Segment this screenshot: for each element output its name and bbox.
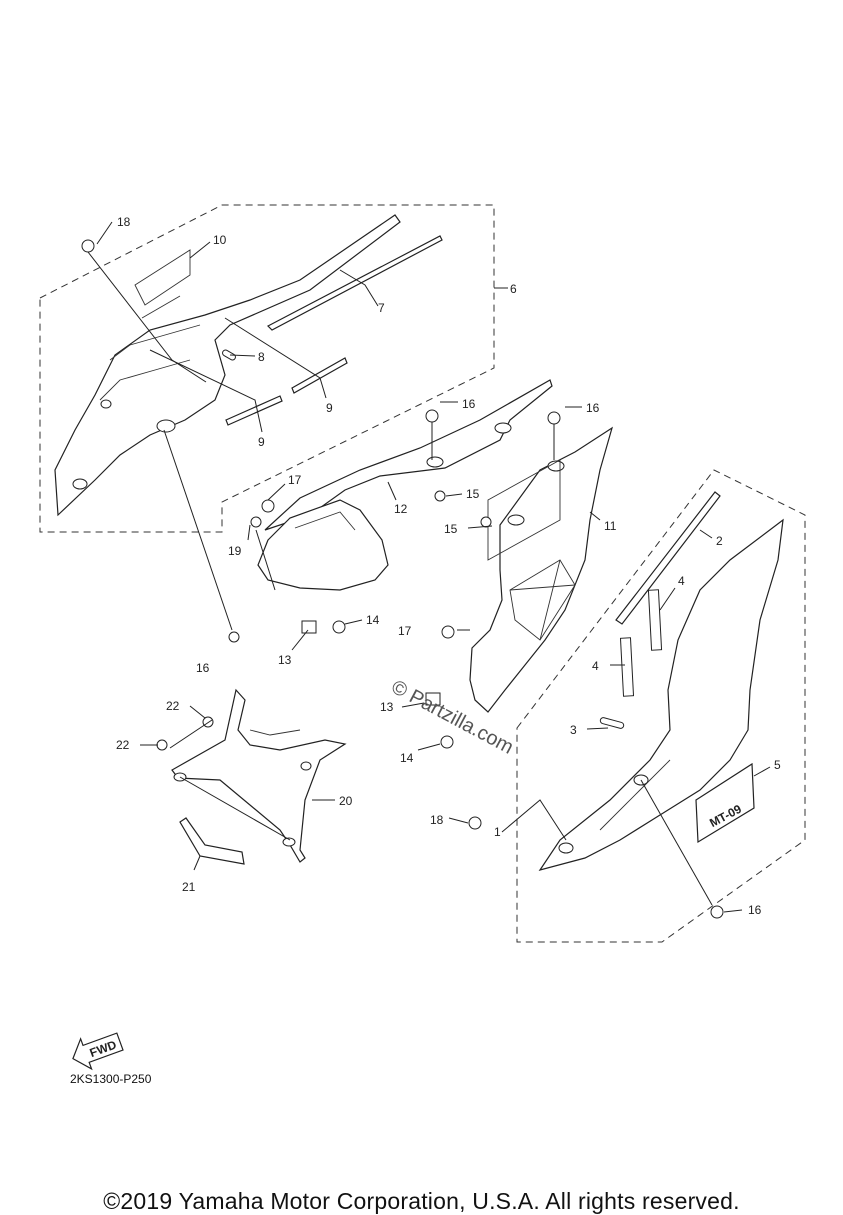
callout-6: 6: [510, 282, 517, 296]
callout-numbers: 18 10 6 7 8 9 9 16 16 17 15 15 12 11 19 …: [116, 215, 781, 917]
screw-22-b: [156, 739, 168, 751]
callout-22: 22: [166, 699, 180, 713]
callout-20: 20: [339, 794, 353, 808]
part-pin: [222, 349, 236, 361]
part-upper-panel: [264, 379, 553, 531]
part-seal-upper: [291, 357, 348, 394]
screw-17-a: [261, 499, 275, 513]
bolt-18-top: [81, 239, 95, 253]
callout-7: 7: [378, 301, 385, 315]
nut-15-a: [434, 490, 446, 502]
callout-18: 18: [117, 215, 131, 229]
part-decal-lower: [619, 637, 635, 697]
collar-19: [250, 516, 262, 528]
part-side-strip: [615, 491, 721, 625]
callout-16: 16: [586, 401, 600, 415]
callout-4: 4: [592, 659, 599, 673]
callout-16: 16: [748, 903, 762, 917]
part-trim-strip: [266, 235, 443, 331]
callout-15: 15: [444, 522, 458, 536]
nut-13-a: [301, 620, 317, 634]
callout-16: 16: [196, 661, 210, 675]
screw-16-d: [710, 905, 724, 919]
callout-13: 13: [278, 653, 292, 667]
screw-17-b: [441, 625, 455, 639]
callout-4: 4: [678, 574, 685, 588]
part-rod: [599, 717, 625, 729]
callout-9: 9: [258, 435, 265, 449]
callout-8: 8: [258, 350, 265, 364]
callout-11: 11: [604, 519, 617, 533]
fwd-arrow-icon: FWD: [72, 1032, 124, 1071]
part-main-side-panel: [469, 426, 614, 713]
part-emblem-plate: MT-09: [695, 762, 755, 844]
part-decal-upper: [647, 589, 663, 651]
callout-10: 10: [213, 233, 227, 247]
part-lower-side-cover: [538, 518, 784, 871]
nut-15-b: [480, 516, 492, 528]
callout-5: 5: [774, 758, 781, 772]
callout-17: 17: [288, 473, 302, 487]
callout-3: 3: [570, 723, 577, 737]
nut-14-a: [332, 620, 346, 634]
copyright-notice: ©2019 Yamaha Motor Corporation, U.S.A. A…: [103, 1188, 740, 1214]
callout-1: 1: [494, 825, 501, 839]
nut-14-b: [440, 735, 454, 749]
screw-16-a: [425, 409, 439, 423]
part-rubber-tube: [179, 817, 245, 865]
leader-lines: [87, 221, 771, 913]
callout-15: 15: [466, 487, 480, 501]
boundary-side-cover: [516, 469, 806, 943]
callout-18: 18: [430, 813, 444, 827]
grommet-hole: [156, 419, 176, 433]
part-lower-bracket: [171, 688, 347, 863]
callout-13: 13: [380, 700, 394, 714]
part-upper-side-cowl: [54, 214, 401, 517]
assembly-boundaries: [39, 204, 806, 943]
callout-9: 9: [326, 401, 333, 415]
screw-16-c: [228, 631, 240, 643]
nut-13-b: [425, 692, 441, 706]
bolt-18-b: [468, 816, 482, 830]
callout-2: 2: [716, 534, 723, 548]
part-seal-lower: [225, 395, 283, 426]
callout-19: 19: [228, 544, 242, 558]
callout-14: 14: [366, 613, 380, 627]
diagram-code: 2KS1300-P250: [70, 1072, 152, 1086]
part-emblem-label: [134, 249, 191, 319]
callout-12: 12: [394, 502, 408, 516]
callout-14: 14: [400, 751, 414, 765]
callout-16: 16: [462, 397, 476, 411]
screw-16-b: [547, 411, 561, 425]
part-lower-bracket-panel: [257, 499, 389, 591]
callout-21: 21: [182, 880, 196, 894]
callout-22: 22: [116, 738, 130, 752]
callout-17: 17: [398, 624, 412, 638]
